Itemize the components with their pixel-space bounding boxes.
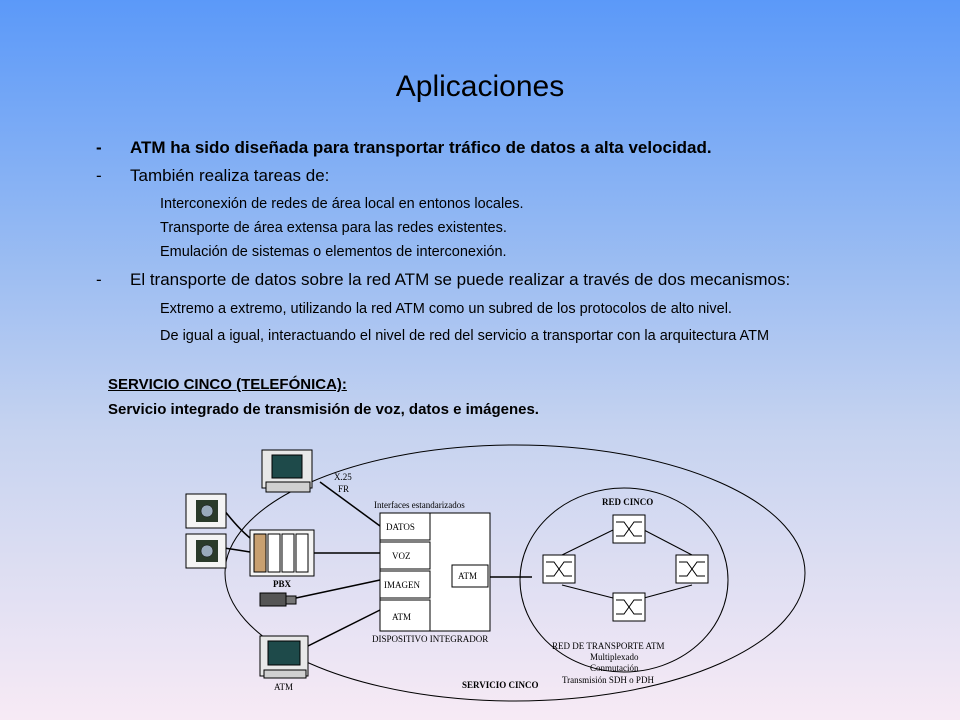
transport-line: Conmutación xyxy=(590,663,639,673)
task-item: Interconexión de redes de área local en … xyxy=(160,196,524,212)
interface-voz: VOZ xyxy=(392,551,411,561)
pbx-icon xyxy=(249,529,315,577)
slide-title: Aplicaciones xyxy=(395,70,565,103)
bullet-dash: - xyxy=(96,166,102,185)
pbx-label: PBX xyxy=(273,579,292,589)
bullet-dash: - xyxy=(96,138,102,157)
task-item: Emulación de sistemas o elementos de int… xyxy=(160,244,507,260)
mechanism-item: De igual a igual, interactuando el nivel… xyxy=(160,328,770,344)
servicio-cinco-ellipse xyxy=(224,444,806,702)
service-title: SERVICIO CINCO (TELEFÓNICA): xyxy=(108,376,347,393)
interface-imagen: IMAGEN xyxy=(384,580,420,590)
task-item: Transporte de área extensa para las rede… xyxy=(160,220,507,236)
atm-switch-icon xyxy=(675,554,709,584)
atm-terminal-label: ATM xyxy=(274,682,293,692)
bullet-tasks: - También realiza tareas de: xyxy=(96,166,329,186)
computer-icon xyxy=(259,635,309,679)
interface-atm: ATM xyxy=(392,612,411,622)
bullet-text: El transporte de datos sobre la red ATM … xyxy=(130,270,791,289)
camera-icon xyxy=(259,592,297,607)
service-description: Servicio integrado de transmisión de voz… xyxy=(108,401,539,418)
bullet-text: ATM ha sido diseñada para transportar tr… xyxy=(130,138,712,157)
integrator-device xyxy=(379,512,491,632)
red-cinco-ellipse xyxy=(519,487,729,673)
bullet-dash: - xyxy=(96,270,102,289)
mechanism-item: Extremo a extremo, utilizando la red ATM… xyxy=(160,301,732,317)
fr-label: FR xyxy=(338,484,349,494)
interfaces-label: Interfaces estandarizados xyxy=(374,500,465,510)
red-cinco-label: RED CINCO xyxy=(602,497,653,507)
atm-switch-icon xyxy=(612,592,646,622)
atm-box-label: ATM xyxy=(458,571,477,581)
transport-line: Multiplexado xyxy=(590,652,639,662)
servicio-cinco-label: SERVICIO CINCO xyxy=(462,680,538,690)
atm-switch-icon xyxy=(542,554,576,584)
connection-lines xyxy=(223,481,532,651)
transport-line: RED DE TRANSPORTE ATM xyxy=(552,641,665,651)
switch-links xyxy=(561,529,693,599)
interface-datos: DATOS xyxy=(386,522,415,532)
transport-line: Transmisión SDH o PDH xyxy=(562,675,654,685)
phone-icon xyxy=(185,493,227,529)
x25-label: X.25 xyxy=(334,472,352,482)
computer-icon xyxy=(261,449,313,493)
phone-icon xyxy=(185,533,227,569)
bullet-mechanisms: - El transporte de datos sobre la red ATM… xyxy=(96,270,790,290)
device-label: DISPOSITIVO INTEGRADOR xyxy=(372,634,488,644)
bullet-text: También realiza tareas de: xyxy=(130,166,330,185)
atm-switch-icon xyxy=(612,514,646,544)
bullet-atm-design: - ATM ha sido diseñada para transportar t… xyxy=(96,138,712,158)
